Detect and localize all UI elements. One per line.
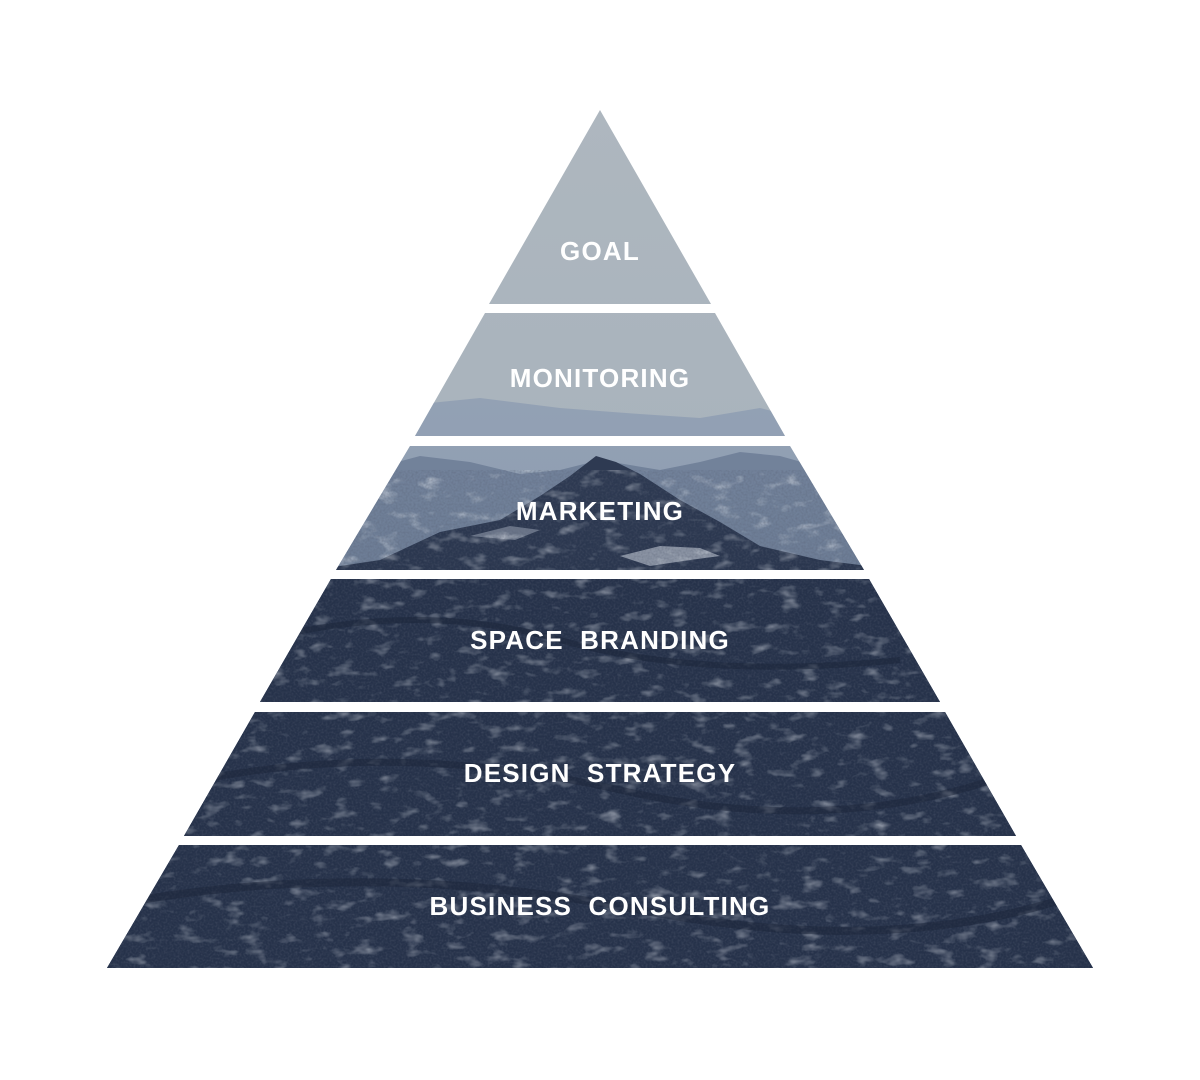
level-label-design-strategy: DESIGN STRATEGY: [464, 758, 737, 788]
level-label-marketing: MARKETING: [516, 496, 684, 526]
level-label-business-consulting: BUSINESS CONSULTING: [430, 891, 771, 921]
level-label-monitoring: MONITORING: [510, 363, 691, 393]
level-label-space-branding: SPACE BRANDING: [470, 625, 730, 655]
level-label-goal: GOAL: [560, 236, 640, 266]
mountain-photo-fill: [100, 100, 1100, 980]
